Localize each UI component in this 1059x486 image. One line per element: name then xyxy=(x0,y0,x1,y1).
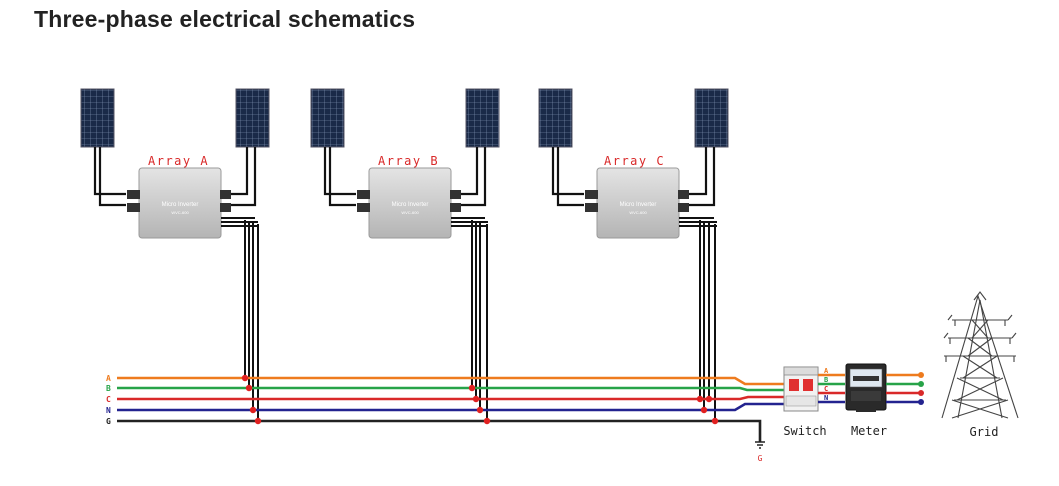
circuit-breaker-switch xyxy=(783,366,819,412)
junction-dot xyxy=(249,406,257,414)
inverter-model: WVC-600 xyxy=(629,210,647,215)
ac-drop-wires xyxy=(451,217,488,421)
meter-grid-wires xyxy=(886,373,920,404)
junction-dot xyxy=(476,406,484,414)
junction-dot xyxy=(241,374,249,382)
solar-panel xyxy=(235,88,270,148)
line-label-g: G xyxy=(106,417,111,426)
grid-terminal-dots xyxy=(918,372,924,405)
switch-label: Switch xyxy=(783,424,826,438)
bus-line-n xyxy=(117,402,784,412)
ac-drop-wires xyxy=(221,217,259,421)
array-a: Array A Micro Inverter WVC-600 xyxy=(80,88,270,421)
electric-meter xyxy=(845,363,887,412)
junction-dot xyxy=(705,395,713,403)
line-label-a: A xyxy=(824,367,829,375)
junction-dot xyxy=(472,395,480,403)
line-labels-left: A B C N G xyxy=(106,374,111,426)
inverter-model: WVC-600 xyxy=(171,210,189,215)
bus-line-b xyxy=(117,386,784,392)
line-label-c: C xyxy=(106,395,111,404)
micro-inverter: Micro Inverter WVC-600 xyxy=(127,167,231,239)
meter-label: Meter xyxy=(851,424,887,438)
page-title: Three-phase electrical schematics xyxy=(34,6,416,32)
inverter-name: Micro Inverter xyxy=(392,202,429,208)
ground-label: G xyxy=(758,454,763,463)
solar-panel xyxy=(80,88,115,148)
bus-line-c xyxy=(117,395,784,401)
micro-inverter: Micro Inverter WVC-600 xyxy=(357,167,461,239)
solar-panel xyxy=(538,88,573,148)
bus-line-a xyxy=(117,376,784,386)
array-label: Array C xyxy=(604,154,665,168)
line-label-a: A xyxy=(106,374,111,383)
junction-dot xyxy=(468,384,476,392)
inverter-model: WVC-600 xyxy=(401,210,419,215)
ac-drop-wires xyxy=(679,217,717,421)
junction-dot xyxy=(711,417,719,425)
solar-panel xyxy=(465,88,500,148)
line-label-b: B xyxy=(106,384,111,393)
array-b: Array B Micro Inverter WVC-600 xyxy=(310,88,500,421)
solar-panel xyxy=(310,88,345,148)
line-label-n: N xyxy=(824,394,828,402)
inverter-name: Micro Inverter xyxy=(620,202,657,208)
transmission-tower-icon xyxy=(941,291,1019,419)
line-label-b: B xyxy=(824,376,828,384)
junction-dot xyxy=(245,384,253,392)
line-labels-switch: A B C N xyxy=(824,367,829,402)
array-label: Array A xyxy=(148,154,209,168)
switch-meter-wires xyxy=(818,373,845,404)
junction-dot xyxy=(483,417,491,425)
bus-line-g xyxy=(117,419,762,442)
line-label-n: N xyxy=(106,406,111,415)
junction-dot xyxy=(700,406,708,414)
solar-panel xyxy=(694,88,729,148)
junction-dot xyxy=(696,395,704,403)
junction-dots xyxy=(241,374,719,425)
grid-label: Grid xyxy=(970,425,999,439)
junction-dot xyxy=(254,417,262,425)
array-c: Array C Micro Inverter WVC-600 xyxy=(538,88,729,421)
inverter-name: Micro Inverter xyxy=(162,202,199,208)
ground-symbol xyxy=(755,441,765,449)
array-label: Array B xyxy=(378,154,439,168)
bus-lines xyxy=(117,376,784,442)
line-label-c: C xyxy=(824,385,828,393)
micro-inverter: Micro Inverter WVC-600 xyxy=(585,167,689,239)
